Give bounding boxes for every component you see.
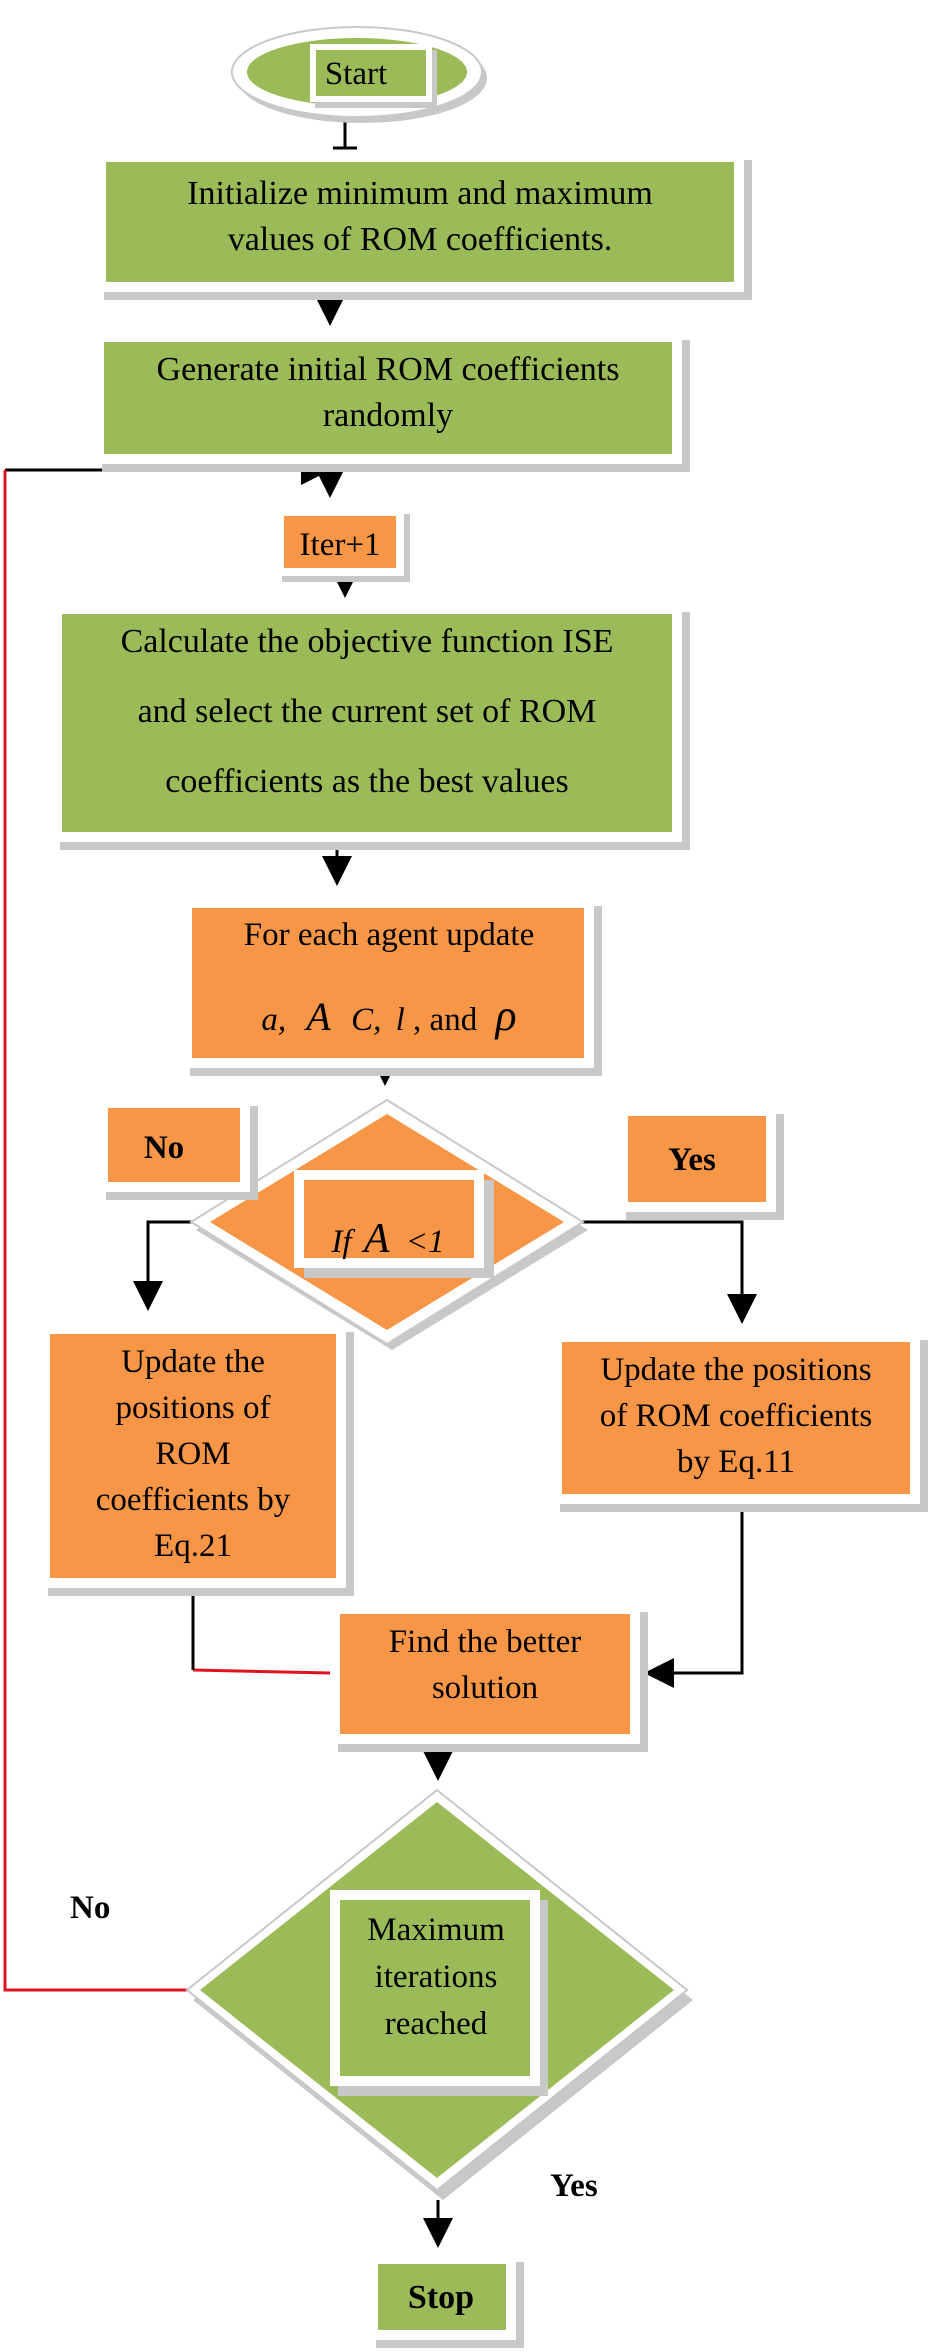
iter-node: Iter+1 (276, 508, 410, 582)
connector-left-better (192, 1668, 331, 1675)
decision-a-node: If A <1 (189, 1098, 588, 1350)
calculate-line-3: coefficients as the best values (165, 763, 568, 800)
better-solution-box (340, 1614, 630, 1734)
start-node: Start (231, 26, 487, 123)
label-no-2: No (70, 1890, 110, 1926)
decision-var-A: A (361, 1216, 390, 1262)
update-left-box (50, 1334, 336, 1578)
decision-if: If (330, 1224, 355, 1260)
decision-cond: <1 (406, 1224, 445, 1260)
generate-node: Generate initial ROM coefficients random… (94, 332, 690, 472)
connector-decision-left (133, 1220, 200, 1311)
decision-max-inner-box (340, 1900, 530, 2076)
label-no-1: No (98, 1098, 258, 1200)
label-no-1-text: No (144, 1130, 184, 1166)
start-label: Start (325, 56, 387, 92)
better-solution-line-1: Find the better (389, 1624, 581, 1660)
initialize-line-1: Initialize minimum and maximum (187, 175, 653, 212)
update-right-line-1: Update the positions (600, 1352, 871, 1388)
connector-right-better (644, 1510, 744, 1688)
decision-max-line-3: reached (385, 2006, 488, 2042)
initialize-box (106, 162, 734, 282)
generate-box (104, 342, 672, 454)
update-left-line-5: Eq.21 (154, 1528, 232, 1564)
var-l: l (396, 1002, 405, 1038)
var-A: A (303, 994, 331, 1039)
label-yes-1: Yes (618, 1106, 784, 1220)
update-agent-node: For each agent update a, A C, l , and ρ (182, 898, 602, 1076)
decision-max-line-1: Maximum (367, 1912, 505, 1948)
update-agent-line-1: For each agent update (244, 917, 534, 953)
decision-max-line-2: iterations (375, 1959, 498, 1995)
update-left-line-1: Update the (121, 1344, 265, 1380)
label-yes-2: Yes (550, 2168, 598, 2204)
iter-label: Iter+1 (300, 527, 381, 563)
label-yes-1-box (628, 1116, 766, 1202)
label-no-1-box (108, 1108, 240, 1182)
generate-line-2: randomly (323, 397, 453, 434)
decision-a-inner-box (304, 1180, 474, 1258)
feedback-connectors (3, 470, 331, 1992)
update-left-line-3: ROM (155, 1436, 230, 1472)
better-solution-node: Find the better solution (330, 1604, 648, 1752)
update-agent-box (192, 908, 584, 1058)
feedback-loop-line (3, 470, 193, 1992)
update-right-box (562, 1342, 910, 1494)
label-yes-1-text: Yes (668, 1142, 716, 1178)
calculate-box (62, 614, 672, 832)
update-right-node: Update the positions of ROM coefficients… (552, 1332, 928, 1512)
stop-box (378, 2264, 506, 2330)
update-left-node: Update the positions of ROM coefficients… (40, 1324, 354, 1596)
var-rho: ρ (493, 991, 516, 1040)
better-solution-line-2: solution (432, 1670, 538, 1706)
initialize-node: Initialize minimum and maximum values of… (96, 152, 752, 300)
connector-decision-right (578, 1220, 757, 1324)
stop-label: Stop (408, 2279, 474, 2316)
update-right-line-3: by Eq.11 (677, 1444, 795, 1480)
var-a: a, (261, 1002, 286, 1038)
update-right-line-2: of ROM coefficients (600, 1398, 873, 1434)
and-text: , and (413, 1002, 478, 1038)
update-left-line-2: positions of (116, 1390, 271, 1426)
decision-a-label: If A <1 (330, 1216, 444, 1262)
stop-node: Stop (368, 2254, 524, 2348)
var-C: C, (351, 1002, 381, 1038)
generate-line-1: Generate initial ROM coefficients (157, 351, 620, 388)
calculate-node: Calculate the objective function ISE and… (52, 604, 690, 850)
calculate-line-2: and select the current set of ROM (138, 693, 597, 730)
update-agent-line-2: a, A C, l , and ρ (261, 991, 516, 1040)
update-left-line-4: coefficients by (96, 1482, 291, 1518)
start-inner-box (316, 50, 426, 96)
iter-box (284, 516, 396, 568)
calculate-line-1: Calculate the objective function ISE (121, 623, 614, 660)
initialize-line-2: values of ROM coefficients. (228, 221, 613, 258)
decision-max-node: Maximum iterations reached (185, 1788, 693, 2200)
